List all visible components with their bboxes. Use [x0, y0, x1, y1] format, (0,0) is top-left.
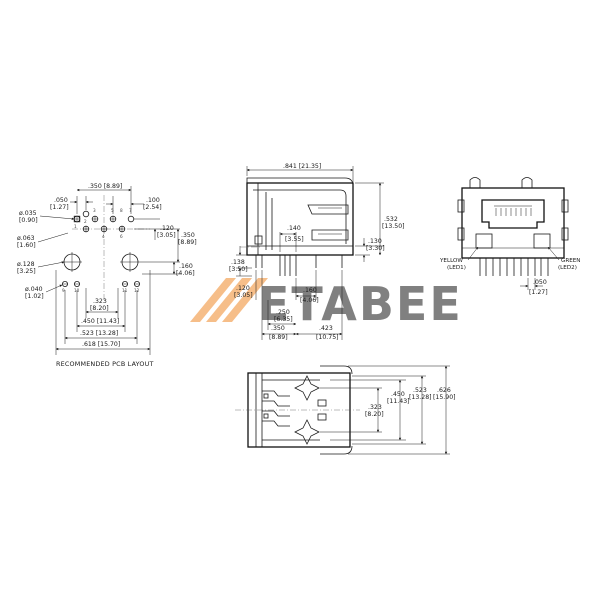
front-view: YELLOW (LED1) GREEN (LED2) .050 [1.27]: [439, 177, 580, 296]
dim-pcb-bottom-323-a: .323: [93, 298, 107, 305]
dim-pcb-bottom-323-b: [8.20]: [90, 305, 109, 312]
dim-pcb-top-left-b: [1.27]: [50, 204, 69, 211]
side-pins: [255, 255, 343, 276]
led-yellow-window: [475, 233, 493, 249]
dim-hole-040: ø.040: [25, 286, 43, 293]
dim-hole-128-mm: [3.25]: [17, 268, 36, 275]
dim-top-450-a: .450: [391, 391, 405, 398]
dim-side-left-138-a: .138: [231, 259, 245, 266]
dim-front-050-a: .050: [533, 279, 547, 286]
dim-side-height-532-a: .532: [384, 216, 398, 223]
dim-top-626-b: [15.90]: [433, 394, 456, 401]
led-left-color-label: YELLOW: [439, 258, 463, 264]
dim-hole-128: ø.128: [17, 261, 35, 268]
pcb-layout-view: 1 2 3 4 5 6 7 8 9 10 11 12 .350 [8.89] .…: [17, 183, 197, 368]
dim-side-left-120-b: [3.05]: [234, 292, 253, 299]
led-right-id-label: (LED2): [558, 265, 577, 271]
dim-pcb-top-right-b: [2.54]: [143, 204, 162, 211]
dim-side-bottom-350-b: [8.89]: [269, 334, 288, 341]
brand-logo-icon: [190, 278, 268, 322]
led-right-color-label: GREEN: [561, 258, 580, 264]
top-contacts: [262, 390, 327, 427]
dim-top-323-b: [8.20]: [365, 411, 384, 418]
pcb-layout-caption: RECOMMENDED PCB LAYOUT: [56, 360, 154, 368]
dim-pcb-top-left-a: .050: [54, 197, 68, 204]
dim-side-bottom-423-b: [10.75]: [316, 334, 339, 341]
pin-number: 6: [120, 234, 123, 239]
pin-number: 7: [129, 208, 132, 213]
dim-side-bottom-160-b: [4.06]: [300, 297, 319, 304]
dim-side-pin-140-b: [3.55]: [285, 236, 304, 243]
dim-side-bottom-250-b: [6.35]: [274, 316, 293, 323]
led-green-window: [533, 233, 551, 249]
top-view: .323 [8.20] .450 [11.43] .523 [13.28] .6…: [235, 365, 456, 455]
pcb-mounting-holes: [62, 252, 140, 272]
dim-front-050-b: [1.27]: [529, 289, 548, 296]
dim-pcb-bottom-618: .618 [15.70]: [82, 341, 120, 348]
brand-watermark: ETABEE: [190, 277, 463, 331]
side-view: .841 [21.35] .532 [13.50] .130 [3.30] .1…: [229, 163, 405, 341]
pcb-pin-holes: [73, 210, 135, 233]
dim-pcb-bottom-523: .523 [13.28]: [80, 330, 118, 337]
led-left-id-label: (LED1): [447, 265, 466, 271]
dim-pcb-right-160-a: .160: [179, 263, 193, 270]
dim-side-top-841: .841 [21.35]: [283, 163, 321, 170]
front-rj45-port: [481, 199, 545, 229]
dim-side-bottom-350-a: .350: [271, 325, 285, 332]
front-body-outline: [461, 187, 565, 259]
dim-pcb-right-350-b: [8.89]: [178, 239, 197, 246]
dim-hole-063-mm: [1.60]: [17, 242, 36, 249]
front-pins: [479, 258, 549, 276]
dim-top-523-b: [13.28]: [409, 394, 432, 401]
dim-top-626-a: .626: [437, 387, 451, 394]
dim-side-height-130-a: .130: [368, 238, 382, 245]
dim-pcb-right-120-b: [3.05]: [157, 232, 176, 239]
pin-number: 9: [62, 288, 65, 293]
side-body-outline: [246, 182, 354, 256]
pin-number: 1: [74, 224, 77, 229]
dim-side-height-532-b: [13.50]: [382, 223, 405, 230]
dim-side-bottom-160-a: .160: [303, 287, 317, 294]
dim-pcb-right-160-b: [4.06]: [176, 270, 195, 277]
dim-side-height-130-b: [3.30]: [366, 245, 385, 252]
dim-hole-063: ø.063: [17, 235, 35, 242]
dim-side-pin-140-a: .140: [287, 225, 301, 232]
dim-top-450-b: [11.43]: [387, 398, 410, 405]
dim-pcb-top-span: .350 [8.89]: [88, 183, 122, 190]
brand-watermark-text: ETABEE: [258, 277, 463, 331]
pin-number: 4: [102, 234, 105, 239]
dim-hole-035: ø.035: [19, 210, 37, 217]
dim-side-bottom-423-a: .423: [319, 325, 333, 332]
dim-side-left-138-b: [3.50]: [229, 266, 248, 273]
dim-hole-035-mm: [0.90]: [19, 217, 38, 224]
dim-pcb-right-350-a: .350: [181, 232, 195, 239]
top-post-lower: [294, 419, 320, 445]
front-contacts: [495, 208, 532, 216]
dim-side-bottom-250-a: .250: [276, 309, 290, 316]
pin-number: 3: [93, 208, 96, 213]
top-post-upper: [294, 375, 320, 401]
pin-number: 8: [120, 208, 123, 213]
dim-side-left-120-a: .120: [236, 285, 250, 292]
dim-pcb-top-right-a: .100: [146, 197, 160, 204]
pcb-pin-numbers: 1 2 3 4 5 6 7 8 9 10 11 12: [62, 208, 140, 293]
pin-number: 5: [111, 208, 114, 213]
dim-hole-040-mm: [1.02]: [25, 293, 44, 300]
dim-top-523-a: .523: [413, 387, 427, 394]
dim-pcb-bottom-450: .450 [11.43]: [81, 318, 119, 325]
pcb-led-holes: [62, 280, 140, 287]
dim-top-323-a: .323: [368, 404, 382, 411]
pin-number: 2: [84, 219, 87, 224]
dim-pcb-right-120-a: .120: [160, 225, 174, 232]
